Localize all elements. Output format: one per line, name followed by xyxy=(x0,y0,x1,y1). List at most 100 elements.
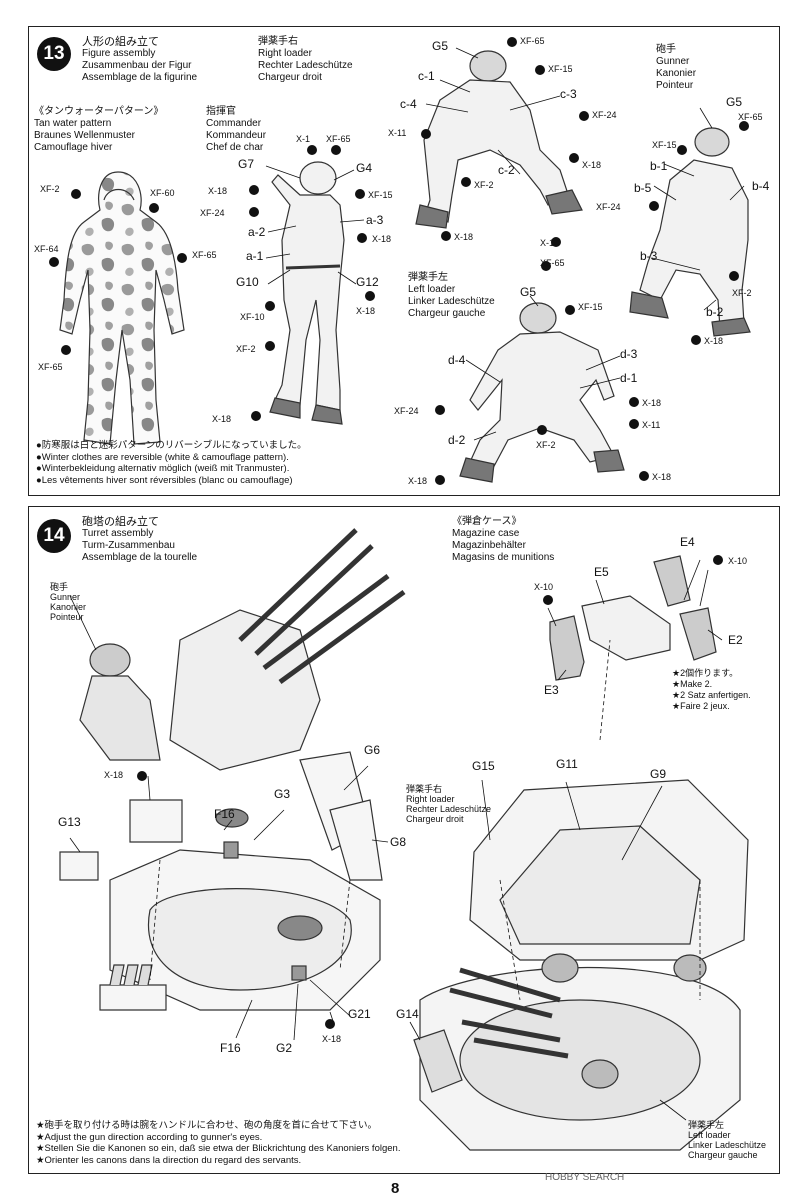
paint-code: X-18 xyxy=(322,1034,342,1044)
left-loader-caption-step14: 弾薬手左 Left loader Linker Ladeschütze Char… xyxy=(688,1120,767,1160)
turret-assembled-view xyxy=(413,779,749,1151)
commander-figure xyxy=(269,161,345,425)
gunner-caption-step14: 砲手 Gunner Kanonier Pointeur xyxy=(50,582,87,622)
paint-code: XF-65 xyxy=(540,258,565,268)
paint-swatch-icons xyxy=(49,37,749,485)
step14-title: 砲塔の組み立て Turret assembly Turm-Zusammenbau… xyxy=(82,516,198,563)
part-label: G13 xyxy=(58,815,81,829)
part-label: G3 xyxy=(274,787,291,801)
paint-code: X-1 xyxy=(296,134,311,144)
paint-code: X-18 xyxy=(104,770,124,780)
paint-code: XF-10 xyxy=(240,312,265,322)
leader-lines-step14 xyxy=(69,559,723,1121)
paint-code: X-18 xyxy=(652,472,672,482)
part-label: G11 xyxy=(556,757,578,771)
paint-code: XF-65 xyxy=(326,134,351,144)
part-label: E2 xyxy=(728,633,743,647)
paint-code: X-10 xyxy=(728,556,748,566)
paint-swatch-icons-step14 xyxy=(137,555,723,1029)
part-label: d-4 xyxy=(448,353,466,367)
paint-code: X-18 xyxy=(372,234,392,244)
paint-code: X-18 xyxy=(356,306,376,316)
paint-code: X-11 xyxy=(642,420,661,430)
paint-code: XF-65 xyxy=(38,362,63,372)
page-number: 8 xyxy=(391,1180,400,1197)
part-label: G15 xyxy=(472,759,495,773)
make-two-note: ★2個作ります。 ★Make 2. ★2 Satz anfertigen. ★F… xyxy=(672,668,751,711)
part-label: c-1 xyxy=(418,69,435,83)
step13-title: 人形の組み立て Figure assembly Zusammenbau der … xyxy=(82,36,198,83)
step14-notes: ★砲手を取り付ける時は腕をハンドルに合わせ、砲の角度を首に合せて下さい。 ★Ad… xyxy=(36,1120,401,1166)
paint-code: X-18 xyxy=(704,336,724,346)
paint-code: X-18 xyxy=(642,398,662,408)
paint-code: XF-65 xyxy=(192,250,217,260)
paint-code: XF-65 xyxy=(520,36,545,46)
part-label: G21 xyxy=(348,1007,371,1021)
paint-code: XF-15 xyxy=(548,64,573,74)
paint-code: XF-60 xyxy=(150,188,175,198)
step-14-panel: 14 xyxy=(28,506,780,1174)
step13-notes: ●防寒服は白と迷彩パターンのリバーシブルになっていました。 ●Winter cl… xyxy=(36,440,307,486)
part-label: a-1 xyxy=(246,249,264,263)
paint-code: X-18 xyxy=(582,160,602,170)
left-loader-figure xyxy=(459,302,625,483)
part-label: b-4 xyxy=(752,179,770,193)
part-label: G6 xyxy=(364,743,381,757)
paint-code: XF-64 xyxy=(34,244,59,254)
part-label: F16 xyxy=(214,807,235,821)
part-label: a-2 xyxy=(248,225,266,239)
part-label: d-2 xyxy=(448,433,466,447)
paint-code: X-18 xyxy=(540,238,560,248)
part-label: G5 xyxy=(520,285,537,299)
part-label: G7 xyxy=(238,157,255,171)
paint-code: XF-2 xyxy=(40,184,60,194)
part-label: c-3 xyxy=(560,87,577,101)
paint-code: X-18 xyxy=(208,186,228,196)
part-label: d-3 xyxy=(620,347,638,361)
paint-code: XF-2 xyxy=(536,440,556,450)
camouflage-suit-figure xyxy=(59,171,185,445)
part-label: c-4 xyxy=(400,97,417,111)
left-loader-caption: 弾薬手左 Left loader Linker Ladeschütze Char… xyxy=(408,272,495,319)
right-loader-figure xyxy=(415,50,583,229)
magazine-case-assembly xyxy=(549,555,717,681)
magazine-case-caption: 《弾倉ケース》 Magazine case Magazinbehälter Ma… xyxy=(452,516,555,563)
part-label: F16 xyxy=(220,1041,241,1055)
part-label: G14 xyxy=(396,1007,419,1021)
part-label: G8 xyxy=(390,835,407,849)
part-label: G2 xyxy=(276,1041,293,1055)
turret-assembly-exploded xyxy=(59,751,383,1011)
part-label: b-5 xyxy=(634,181,652,195)
part-label: G9 xyxy=(650,767,667,781)
part-label: G12 xyxy=(356,275,379,289)
watermark: HOBBY SEARCH xyxy=(545,1172,625,1183)
part-label: b-1 xyxy=(650,159,668,173)
part-label: E3 xyxy=(544,683,559,697)
paint-code: XF-15 xyxy=(652,140,677,150)
paint-code: XF-24 xyxy=(592,110,617,120)
right-loader-caption: 弾薬手右 Right loader Rechter Ladeschütze Ch… xyxy=(258,36,353,83)
part-label: E5 xyxy=(594,565,609,579)
paint-code: XF-15 xyxy=(578,302,603,312)
paint-code: X-10 xyxy=(534,582,554,592)
right-loader-caption-step14: 弾薬手右 Right loader Rechter Ladeschütze Ch… xyxy=(406,784,492,824)
commander-caption: 指揮官 Commander Kommandeur Chef de char xyxy=(206,106,267,153)
quad-gun-mount xyxy=(79,528,406,771)
part-label: G5 xyxy=(726,95,743,109)
gunner-figure-step13 xyxy=(629,127,751,337)
paint-code: XF-2 xyxy=(474,180,494,190)
paint-code: XF-65 xyxy=(738,112,763,122)
paint-code: XF-24 xyxy=(394,406,419,416)
part-label: a-3 xyxy=(366,213,384,227)
part-label: G10 xyxy=(236,275,259,289)
paint-code: X-18 xyxy=(408,476,428,486)
part-label: b-3 xyxy=(640,249,658,263)
part-label: G5 xyxy=(432,39,449,53)
step-13-panel: 13 xyxy=(28,26,780,496)
leader-lines-step13 xyxy=(265,47,745,441)
paint-code: XF-2 xyxy=(732,288,752,298)
paint-code: X-18 xyxy=(212,414,232,424)
paint-code: X-18 xyxy=(454,232,474,242)
part-label: d-1 xyxy=(620,371,638,385)
